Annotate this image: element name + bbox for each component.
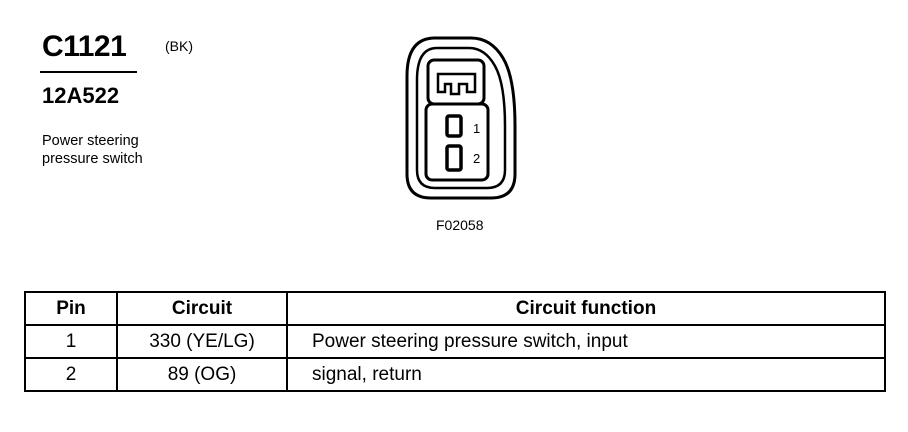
cell-circuit: 89 (OG): [116, 357, 288, 392]
table-row: 2 89 (OG) signal, return: [24, 357, 886, 392]
locking-tab-latch: [436, 72, 477, 96]
header-pin: Pin: [24, 291, 118, 326]
cell-pin: 2: [24, 357, 118, 392]
cell-function: signal, return: [286, 357, 886, 392]
pinout-table: Pin Circuit Circuit function 1 330 (YE/L…: [24, 291, 886, 392]
description-line-1: Power steering: [42, 133, 139, 149]
table-header-row: Pin Circuit Circuit function: [24, 291, 886, 326]
cell-pin: 1: [24, 324, 118, 359]
connector-face-diagram: 1 2: [405, 36, 517, 200]
cell-function: Power steering pressure switch, input: [286, 324, 886, 359]
header-circuit-function: Circuit function: [286, 291, 886, 326]
pin-2-label: 2: [473, 151, 480, 166]
connector-id: C1121: [42, 30, 127, 63]
pin-1-label: 1: [473, 121, 480, 136]
pin-1-terminal: [445, 114, 463, 138]
title-divider: [40, 71, 137, 73]
part-number: 12A522: [42, 83, 120, 108]
connector-color-code: (BK): [165, 38, 193, 54]
figure-id: F02058: [436, 217, 484, 233]
cell-circuit: 330 (YE/LG): [116, 324, 288, 359]
connector-outer-housing: [405, 36, 517, 200]
table-row: 1 330 (YE/LG) Power steering pressure sw…: [24, 324, 886, 359]
header-circuit: Circuit: [116, 291, 288, 326]
pin-2-terminal: [445, 144, 463, 172]
terminal-cavity: [424, 102, 490, 182]
connector-inner-housing: [415, 46, 507, 190]
description-line-2: pressure switch: [42, 151, 143, 167]
